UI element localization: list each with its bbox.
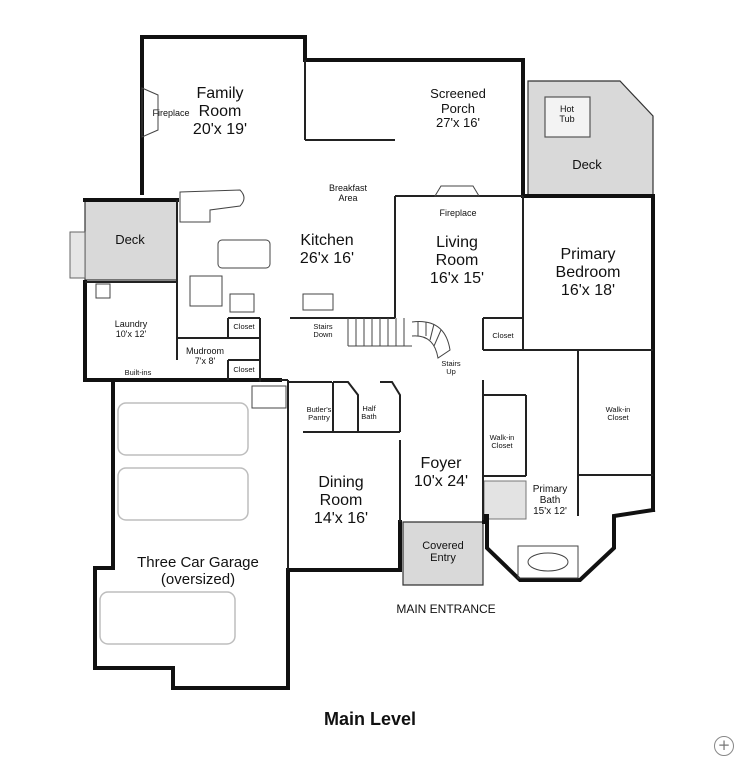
fireplace-family [141,87,159,138]
closet-mudroom-label: Closet [233,365,255,374]
range [189,275,223,307]
laundry-size: 10'x 12' [115,329,147,340]
closet-kitchen-label: Closet [233,322,255,331]
main-entrance-label: MAIN ENTRANCE [396,602,496,616]
deck-right-label: Deck [572,157,602,172]
stairs-down [347,318,412,347]
garage-size: (oversized) [160,570,236,588]
foyer-name: Foyer [420,455,462,472]
fireplace-family-label: Fireplace [152,108,190,118]
hot-tub-label: Hot Tub [559,104,575,125]
kitchen-size: 26'x 16' [299,249,355,267]
half-bath [333,381,359,432]
primary-bedroom-size: 16'x 18' [560,281,616,299]
deck-left-label: Deck [115,232,145,247]
garage-steps [251,385,287,409]
car-2 [117,467,249,521]
living-room-name: Living Room [435,234,479,269]
kitchen-counter [179,189,245,223]
garage-name: Three Car Garage [137,554,259,571]
family-room-name: Family Room [196,85,244,120]
primary-bedroom-name: Primary Bedroom [555,246,621,281]
laundry-name: Laundry [114,319,148,329]
sink [95,283,111,299]
bath-tub-surround [517,545,579,579]
stairs-up [411,321,451,359]
bath-tile [483,480,527,520]
covered-entry [402,521,484,586]
fireplace-living-label: Fireplace [439,208,477,218]
screened-porch-name: Screened Porch [430,86,486,116]
primary-bath-name: Primary Bath [532,484,568,507]
mudroom-size: 7'x 8' [194,356,216,367]
breakfast-area-label: Breakfast Area [328,183,368,204]
car-1 [117,402,249,456]
plan-title: Main Level [323,709,417,729]
fireplace-living [434,185,480,197]
stairs-down-label: Stairs Down [313,322,333,340]
exterior-wall-top [140,35,525,198]
butlers-pantry-label: Butler's Pantry [306,405,332,423]
built-ins-label: Built-ins [124,368,152,377]
bath-tub [527,552,569,572]
exterior-wall-right [521,194,655,512]
walkin-closet-right-label: Walk-in Closet [605,405,631,423]
screened-porch-size: 27'x 16' [436,115,480,131]
foyer-size: 10'x 24' [413,472,469,490]
exterior-wall-bath [482,507,656,582]
hot-tub [544,96,591,138]
exterior-wall-left [83,280,282,382]
stairs-up-label: Stairs Up [441,359,461,377]
family-room-size: 20'x 19' [192,120,248,138]
half-bath-r [380,381,401,432]
kitchen-island [217,239,271,269]
counter-bar [302,293,334,311]
kitchen-appliance [229,293,255,313]
mudroom-name: Mudroom [185,346,224,356]
kitchen-name: Kitchen [300,232,354,249]
zoom-icon[interactable]: + [714,736,734,756]
car-3 [99,591,236,645]
deck-left-steps [69,231,86,279]
half-bath-label: Half Bath [361,404,377,422]
closet-living-label: Closet [492,331,514,340]
exterior-wall-garage [93,378,402,690]
primary-bath-size: 15'x 12' [533,506,567,518]
walkin-closet-center-label: Walk-in Closet [489,433,515,451]
dining-room-size: 14'x 16' [313,509,369,527]
covered-entry-label: Covered Entry [422,540,464,565]
garage-label: Three Car Garage(oversized) [118,554,278,589]
dining-room-name: Dining Room [318,474,364,509]
living-room-size: 16'x 15' [429,269,485,287]
